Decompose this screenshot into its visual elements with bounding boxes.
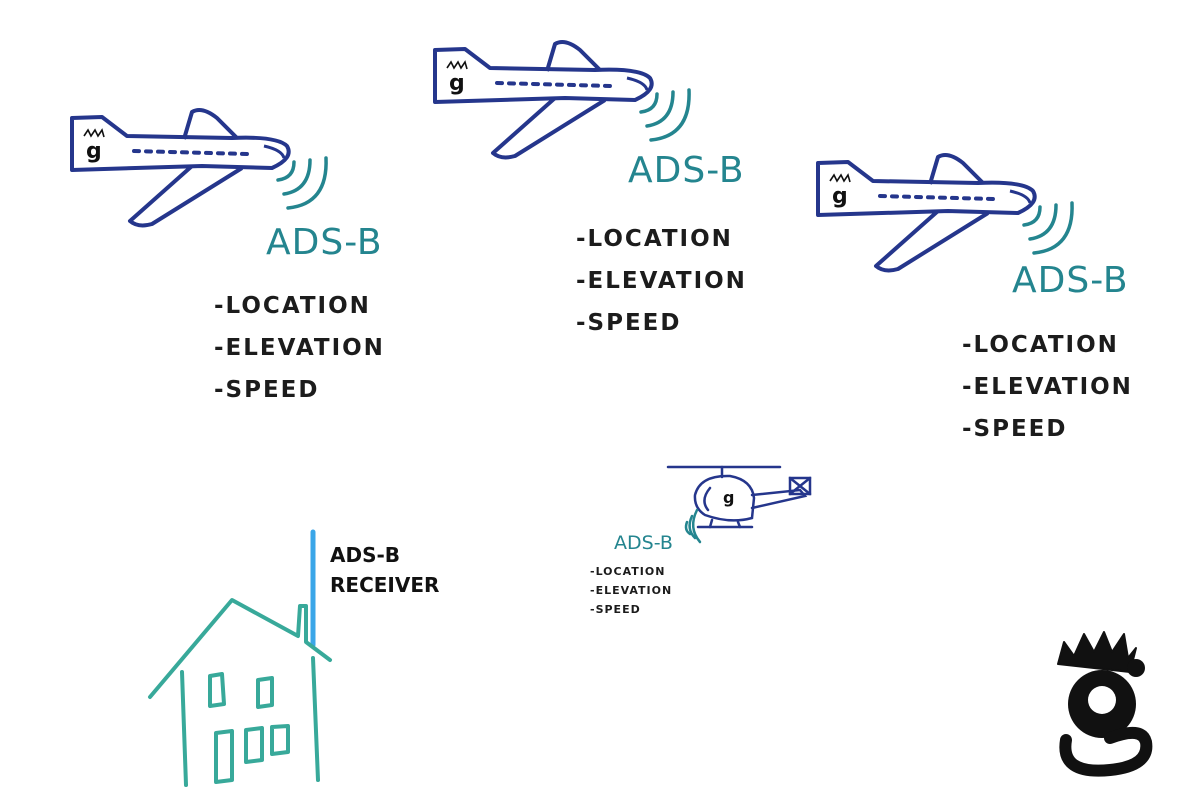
helicopter: g [666, 465, 812, 544]
feature-location: -LOCATION [590, 565, 666, 578]
svg-text:g: g [723, 488, 734, 507]
receiver-label-line2: RECEIVER [330, 573, 440, 597]
feature-list-center: -LOCATION -ELEVATION -SPEED [576, 218, 747, 344]
airplane-right [816, 153, 1075, 273]
feature-speed: -SPEED [214, 377, 320, 403]
receiver-label-line1: ADS-B [330, 543, 401, 567]
signal-label-right: ADS-B [1012, 260, 1129, 301]
feature-speed: -SPEED [962, 416, 1068, 442]
feature-speed: -SPEED [576, 310, 682, 336]
feature-list-helicopter: -LOCATION -ELEVATION -SPEED [590, 562, 672, 619]
feature-list-right: -LOCATION -ELEVATION -SPEED [962, 324, 1133, 450]
airplane-left [70, 108, 329, 228]
signal-label-left: ADS-B [266, 222, 383, 263]
feature-speed: -SPEED [590, 603, 641, 616]
g-logo [1057, 631, 1153, 777]
house [148, 598, 332, 787]
feature-elevation: -ELEVATION [590, 584, 673, 597]
feature-list-left: -LOCATION -ELEVATION -SPEED [214, 285, 385, 411]
feature-elevation: -ELEVATION [214, 335, 385, 361]
feature-elevation: -ELEVATION [962, 374, 1133, 400]
feature-location: -LOCATION [962, 332, 1119, 358]
receiver-label: ADS-B RECEIVER [330, 540, 439, 600]
airplane-center [433, 40, 692, 160]
signal-label-helicopter: ADS-B [614, 532, 673, 554]
feature-location: -LOCATION [214, 293, 371, 319]
feature-elevation: -ELEVATION [576, 268, 747, 294]
signal-label-center: ADS-B [628, 150, 745, 191]
feature-location: -LOCATION [576, 226, 733, 252]
